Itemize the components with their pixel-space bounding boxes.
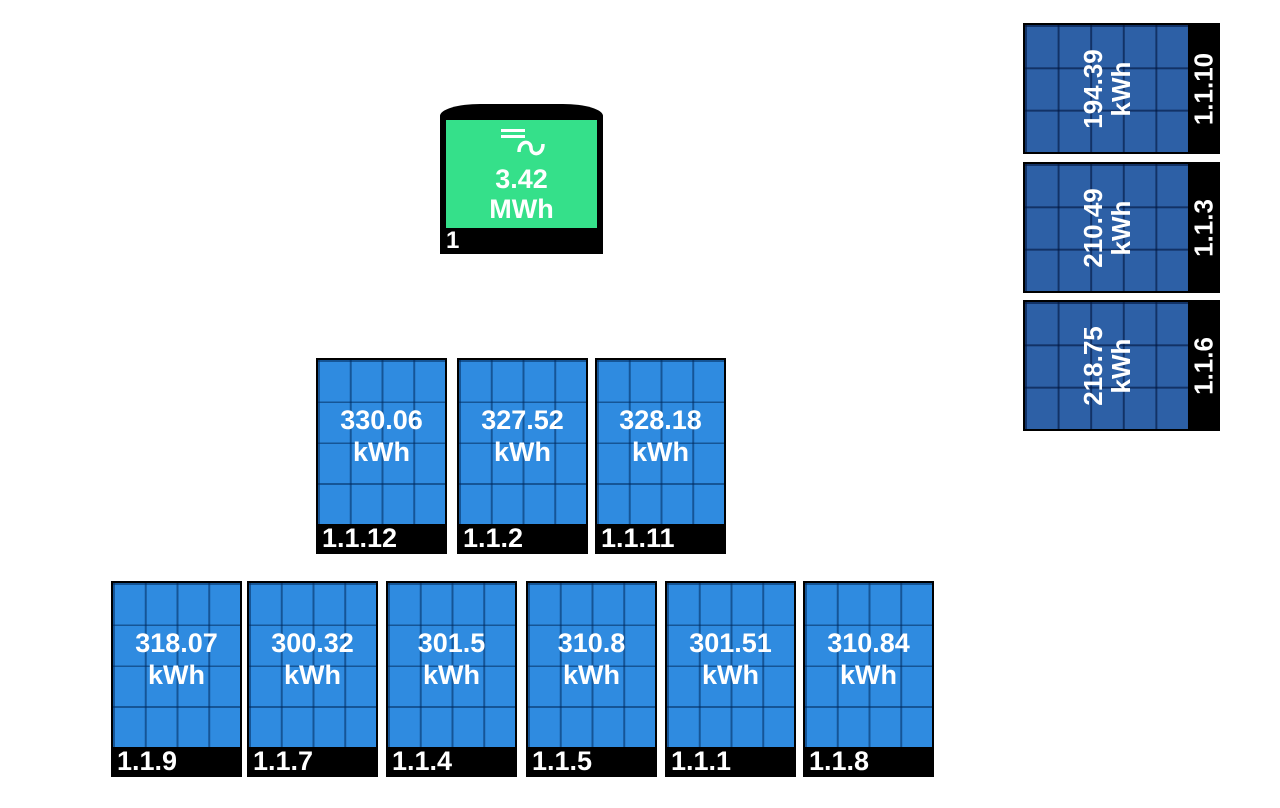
inverter-icon [500, 129, 545, 156]
panel-energy: 301.51 kWh [667, 627, 794, 691]
panel-face: 210.49 kWh [1025, 164, 1188, 291]
panel-energy-value: 194.39 [1077, 48, 1108, 129]
panel-face: 218.75 kWh [1025, 302, 1188, 429]
panel-energy-unit: kWh [494, 437, 551, 467]
panel-id: 1.1.12 [322, 523, 398, 553]
panel-face: 318.07 kWh [113, 583, 240, 747]
panel-tile-1-1-10[interactable]: 194.39 kWh 1.1.10 [1023, 23, 1220, 154]
panel-energy-unit: kWh [284, 660, 341, 690]
panel-tile-1-1-6[interactable]: 218.75 kWh 1.1.6 [1023, 300, 1220, 431]
inverter-face: 3.42 MWh [446, 120, 597, 228]
panel-face: 330.06 kWh [318, 360, 445, 524]
panel-tile-1-1-5[interactable]: 310.8 kWh 1.1.5 [526, 581, 657, 777]
panel-id: 1.1.4 [392, 746, 453, 776]
panel-energy: 330.06 kWh [318, 404, 445, 468]
panel-energy: 310.8 kWh [528, 627, 655, 691]
panel-energy-unit: kWh [1105, 338, 1136, 393]
panel-tile-1-1-2[interactable]: 327.52 kWh 1.1.2 [457, 358, 588, 554]
panel-energy-unit: kWh [840, 660, 897, 690]
panel-energy-value: 310.8 [557, 628, 626, 658]
panel-tile-1-1-1[interactable]: 301.51 kWh 1.1.1 [665, 581, 796, 777]
panel-energy-unit: kWh [353, 437, 410, 467]
panel-tile-1-1-3[interactable]: 210.49 kWh 1.1.3 [1023, 162, 1220, 293]
panel-energy: 327.52 kWh [459, 404, 586, 468]
panel-tile-1-1-7[interactable]: 300.32 kWh 1.1.7 [247, 581, 378, 777]
panel-energy: 318.07 kWh [113, 627, 240, 691]
panel-energy-unit: kWh [563, 660, 620, 690]
panel-energy-value: 328.18 [619, 405, 702, 435]
panel-id: 1.1.1 [671, 746, 732, 776]
panel-tile-1-1-11[interactable]: 328.18 kWh 1.1.11 [595, 358, 726, 554]
panel-id: 1.1.5 [532, 746, 593, 776]
panel-energy-value: 318.07 [135, 628, 218, 658]
panel-energy: 218.75 kWh [1077, 325, 1136, 406]
panel-face: 301.5 kWh [388, 583, 515, 747]
panel-id: 1.1.7 [253, 746, 314, 776]
panel-energy-unit: kWh [1105, 61, 1136, 116]
panel-tile-1-1-12[interactable]: 330.06 kWh 1.1.12 [316, 358, 447, 554]
panel-tile-1-1-8[interactable]: 310.84 kWh 1.1.8 [803, 581, 934, 777]
panel-face: 310.8 kWh [528, 583, 655, 747]
panel-face: 328.18 kWh [597, 360, 724, 524]
panel-id: 1.1.3 [1188, 198, 1219, 257]
inverter-energy: 3.42 MWh [446, 164, 597, 224]
panel-energy-unit: kWh [632, 437, 689, 467]
panel-energy-value: 327.52 [481, 405, 564, 435]
panel-id-strip: 1.1.3 [1188, 162, 1220, 293]
panel-face: 194.39 kWh [1025, 25, 1188, 152]
panel-energy-value: 301.51 [689, 628, 772, 658]
panel-energy-value: 301.5 [417, 628, 486, 658]
panel-energy-value: 330.06 [340, 405, 423, 435]
panel-tile-1-1-9[interactable]: 318.07 kWh 1.1.9 [111, 581, 242, 777]
panel-energy-value: 310.84 [827, 628, 910, 658]
panel-energy-unit: kWh [148, 660, 205, 690]
panel-energy-value: 210.49 [1077, 187, 1108, 268]
panel-energy-value: 300.32 [271, 628, 354, 658]
panel-energy-value: 218.75 [1077, 325, 1108, 406]
inverter-energy-value: 3.42 [495, 164, 548, 194]
panel-id: 1.1.10 [1188, 52, 1219, 125]
panel-id: 1.1.9 [117, 746, 178, 776]
panel-id-strip: 1.1.10 [1188, 23, 1220, 154]
panel-face: 327.52 kWh [459, 360, 586, 524]
panel-id-strip: 1.1.6 [1188, 300, 1220, 431]
panel-id: 1.1.2 [463, 523, 524, 553]
panel-energy: 301.5 kWh [388, 627, 515, 691]
panel-energy-unit: kWh [702, 660, 759, 690]
inverter-energy-unit: MWh [489, 194, 554, 224]
inverter-id: 1 [446, 227, 460, 254]
panel-id: 1.1.6 [1188, 336, 1219, 395]
panel-face: 301.51 kWh [667, 583, 794, 747]
panel-energy-unit: kWh [1105, 200, 1136, 255]
panel-energy: 210.49 kWh [1077, 187, 1136, 268]
panel-energy: 194.39 kWh [1077, 48, 1136, 129]
inverter-tile[interactable]: 3.42 MWh 1 [440, 104, 603, 254]
panel-energy: 310.84 kWh [805, 627, 932, 691]
panel-id: 1.1.11 [601, 523, 675, 553]
panel-id: 1.1.8 [809, 746, 870, 776]
panel-face: 310.84 kWh [805, 583, 932, 747]
panel-energy: 300.32 kWh [249, 627, 376, 691]
panel-energy: 328.18 kWh [597, 404, 724, 468]
panel-tile-1-1-4[interactable]: 301.5 kWh 1.1.4 [386, 581, 517, 777]
panel-energy-unit: kWh [423, 660, 480, 690]
panel-face: 300.32 kWh [249, 583, 376, 747]
